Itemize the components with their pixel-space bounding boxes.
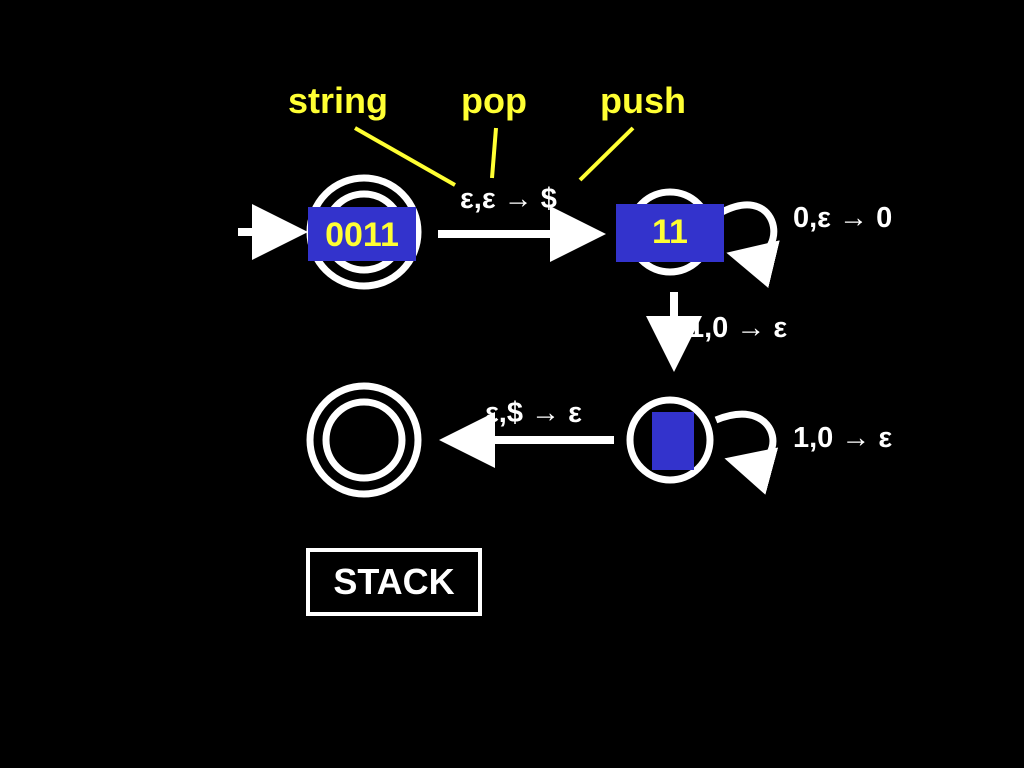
annotation-string: string xyxy=(288,80,389,121)
loop-state-2 xyxy=(720,201,780,288)
tape-second-state: 11 xyxy=(616,204,724,262)
label-q2-to-q3: 1,0 → ε xyxy=(688,312,788,344)
string-pointer-line xyxy=(354,126,456,187)
tape-start-state: 0011 xyxy=(308,207,416,261)
label-q3-to-q4: ε,$ → ε xyxy=(485,397,582,429)
push-pointer-line xyxy=(578,126,635,182)
loop-state-3 xyxy=(714,410,779,495)
annotation-pop: pop xyxy=(461,80,527,121)
state-accept-inner-ring xyxy=(322,398,406,482)
pop-pointer-line xyxy=(490,127,498,179)
stack-label: STACK xyxy=(333,561,455,602)
stack-box: STACK xyxy=(306,548,482,616)
tape-third-state xyxy=(652,412,694,470)
label-q2-loop: 0,ε → 0 xyxy=(793,202,893,234)
state-3-ring xyxy=(626,396,714,484)
label-q1-to-q2: ε,ε → $ xyxy=(460,183,557,215)
state-accept-outer-ring xyxy=(306,382,422,498)
label-q3-loop: 1,0 → ε xyxy=(793,422,893,454)
annotation-push: push xyxy=(600,80,686,121)
